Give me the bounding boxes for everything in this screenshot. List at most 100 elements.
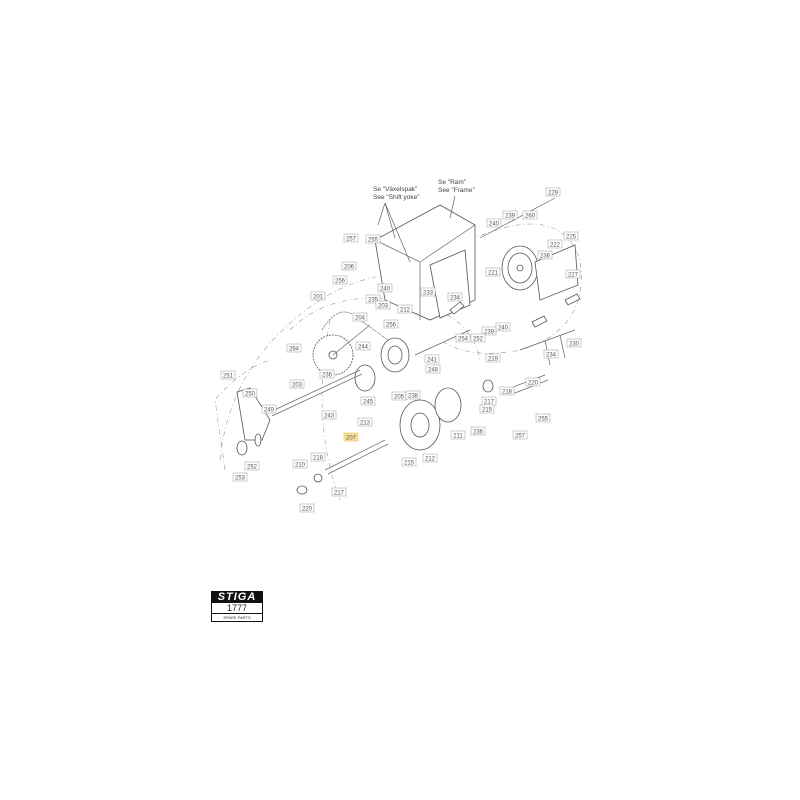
logo-number: 1777 (211, 603, 263, 614)
part-label-255: 255 (365, 234, 381, 244)
label-box (261, 404, 277, 414)
label-text: 229 (548, 191, 559, 197)
label-box (479, 404, 495, 414)
label-box (566, 338, 582, 348)
label-box (232, 472, 248, 482)
label-text: 249 (264, 408, 275, 414)
label-text: 240 (489, 222, 500, 228)
part-label-217: 217 (481, 396, 497, 406)
part-label-236: 236 (537, 250, 553, 260)
label-box (424, 354, 440, 364)
part-label-260: 260 (522, 210, 538, 220)
label-box (470, 333, 486, 343)
label-text: 220 (528, 381, 539, 387)
callout-line: Se "Växelspak" (373, 186, 418, 193)
label-text: 255 (538, 417, 549, 423)
label-text: 244 (358, 345, 369, 351)
label-text: 205 (394, 395, 405, 401)
part-label-249: 249 (261, 404, 277, 414)
part-label-217: 217 (331, 487, 347, 497)
part-label-254: 254 (455, 333, 471, 343)
label-text: 218 (313, 456, 324, 462)
part-label-218: 218 (499, 386, 515, 396)
part-label-248: 248 (425, 364, 441, 374)
label-box (565, 269, 581, 279)
part-label-212: 212 (422, 453, 438, 463)
part-label-211: 211 (450, 430, 466, 440)
label-box (365, 234, 381, 244)
part-label-221: 221 (485, 267, 501, 277)
part-label-257: 257 (512, 430, 528, 440)
part-label-253: 253 (232, 472, 248, 482)
part-label-244: 244 (355, 341, 371, 351)
label-box (522, 210, 538, 220)
part-label-218: 218 (310, 452, 326, 462)
label-text: 252 (473, 337, 484, 343)
label-text: 236 (322, 373, 333, 379)
label-box (220, 370, 236, 380)
part-label-252: 252 (470, 333, 486, 343)
label-text: 217 (334, 491, 345, 497)
part-label-245: 245 (360, 396, 376, 406)
part-label-243: 243 (321, 410, 337, 420)
part-label-241: 241 (424, 354, 440, 364)
label-box (365, 294, 381, 304)
springs (449, 293, 581, 328)
part-label-220: 220 (299, 503, 315, 513)
callout-shift-yoke: Se "Växelspak" See "Shift yoke" (373, 186, 420, 201)
label-box (352, 312, 368, 322)
label-text: 230 (569, 342, 580, 348)
callout-line: See "Shift yoke" (373, 194, 420, 201)
callout-leaders (377, 195, 456, 263)
label-box (331, 487, 347, 497)
label-box (375, 300, 391, 310)
part-label-230: 230 (566, 338, 582, 348)
label-text: 235 (368, 298, 379, 304)
label-text: 211 (453, 434, 463, 440)
label-box (470, 426, 486, 436)
part-label-215: 215 (401, 457, 417, 467)
label-box (343, 233, 359, 243)
label-text: 239 (505, 214, 516, 220)
label-text: 215 (482, 408, 493, 414)
part-label-239: 239 (502, 210, 518, 220)
label-text: 203 (378, 304, 389, 310)
label-text: 225 (566, 235, 577, 241)
label-text: 253 (235, 476, 246, 482)
label-box (401, 457, 417, 467)
part-label-251: 251 (220, 370, 236, 380)
label-box (341, 261, 357, 271)
label-box (512, 430, 528, 440)
label-text: 206 (344, 265, 355, 271)
label-box (481, 326, 497, 336)
label-box (447, 292, 463, 302)
label-box (244, 461, 260, 471)
part-label-257: 257 (343, 233, 359, 243)
label-box (502, 210, 518, 220)
label-box (332, 275, 348, 285)
part-label-256: 256 (332, 275, 348, 285)
part-label-240: 240 (486, 218, 502, 228)
label-text: 236 (473, 430, 484, 436)
label-text: 254 (458, 337, 469, 343)
part-label-264: 264 (286, 343, 302, 353)
label-box (405, 390, 421, 400)
part-label-240: 240 (377, 283, 393, 293)
label-text: 241 (427, 358, 438, 364)
callout-frame: Se "Ram" See "Frame" (438, 179, 475, 194)
label-text: 255 (368, 238, 379, 244)
label-text: 256 (335, 279, 346, 285)
label-text: 257 (515, 434, 526, 440)
label-text: 219 (488, 357, 499, 363)
label-text: 240 (380, 287, 391, 293)
label-box (486, 218, 502, 228)
friction-wheel (479, 197, 579, 301)
label-box (310, 452, 326, 462)
label-text: 222 (550, 243, 561, 249)
label-text: 248 (428, 368, 439, 374)
part-label-207: 207 (343, 432, 359, 442)
part-label-203: 203 (289, 379, 305, 389)
label-box (310, 291, 326, 301)
label-text: 217 (484, 400, 495, 406)
